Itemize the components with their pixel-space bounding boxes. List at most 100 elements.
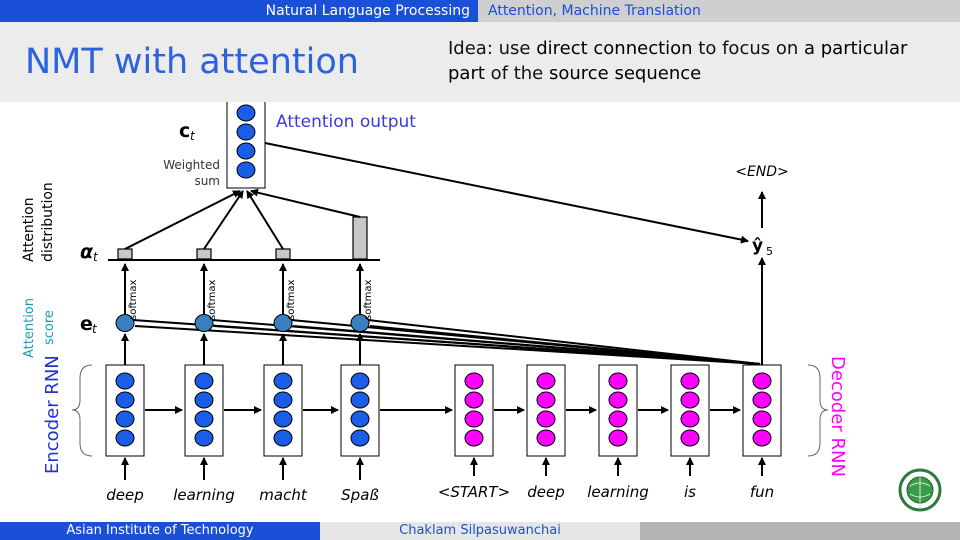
hidden-unit xyxy=(464,429,484,447)
hidden-unit xyxy=(236,123,256,141)
decoder-word: <START> xyxy=(438,483,510,501)
hidden-unit xyxy=(273,429,293,447)
softmax-label: softmax xyxy=(207,280,218,320)
weighted-sum-label: Weighted xyxy=(163,158,220,172)
softmax-label: softmax xyxy=(128,280,139,320)
score-connection xyxy=(369,325,761,365)
softmax-label: softmax xyxy=(363,280,374,320)
hidden-unit xyxy=(536,410,556,428)
hidden-unit xyxy=(115,410,135,428)
hidden-unit xyxy=(115,372,135,390)
idea-text: Idea: use direct connection to focus on … xyxy=(448,36,948,86)
idea-part: direct connection xyxy=(536,38,693,59)
encoder-brace xyxy=(71,364,93,457)
hidden-unit xyxy=(752,429,772,447)
hidden-unit xyxy=(350,391,370,409)
hidden-unit xyxy=(752,410,772,428)
attention-weight-bar xyxy=(275,248,291,260)
hidden-unit xyxy=(273,410,293,428)
slide-title: NMT with attention xyxy=(25,42,359,82)
y-hat-subscript: 5 xyxy=(766,245,773,258)
idea-part: Idea: use xyxy=(448,38,537,59)
encoder-word: Spaß xyxy=(341,486,379,504)
attention-score-circle xyxy=(350,314,370,332)
score-vector-label: e xyxy=(80,313,93,335)
hidden-unit xyxy=(273,391,293,409)
lecture-topic: Attention, Machine Translation xyxy=(478,0,960,22)
weighted-sum-arrow xyxy=(246,190,284,250)
encoder-word: deep xyxy=(106,486,144,504)
decoder-word: learning xyxy=(587,483,648,501)
encoder-rnn-label: Encoder RNN xyxy=(42,355,63,474)
logo-globe-lines xyxy=(909,477,931,503)
score-vector-subscript: t xyxy=(92,322,98,336)
hidden-unit xyxy=(236,161,256,179)
score-connection xyxy=(292,325,761,365)
hidden-unit xyxy=(350,410,370,428)
hidden-unit xyxy=(194,410,214,428)
attention-weight-bar xyxy=(117,248,133,260)
weighted-sum-arrow xyxy=(250,188,361,218)
hidden-unit xyxy=(194,372,214,390)
context-vector-label: c xyxy=(179,120,190,142)
decoder-rnn-label: Decoder RNN xyxy=(827,356,848,477)
slide-header: NMT with attention Idea: use direct conn… xyxy=(0,22,960,102)
nmt-attention-diagram: deep learning macht Spaß <START> deep learning… xyxy=(21,102,942,512)
alpha-label: α xyxy=(80,241,94,263)
decoder-word: deep xyxy=(527,483,565,501)
hidden-unit xyxy=(236,104,256,122)
decoder-brace xyxy=(807,364,829,457)
hidden-unit xyxy=(350,429,370,447)
course-name: Natural Language Processing xyxy=(0,0,478,22)
context-to-output-arrow xyxy=(264,142,749,244)
hidden-unit xyxy=(536,372,556,390)
weighted-sum-arrow xyxy=(203,190,244,250)
idea-part: a particular part xyxy=(448,38,908,84)
attention-weight-bar xyxy=(196,248,212,260)
context-vector-subscript: t xyxy=(190,129,196,143)
hidden-unit xyxy=(464,410,484,428)
hidden-unit xyxy=(536,391,556,409)
weighted-sum-arrow xyxy=(124,190,241,250)
hidden-unit xyxy=(680,410,700,428)
hidden-unit xyxy=(752,372,772,390)
end-token: <END> xyxy=(735,164,789,180)
attention-score-label: Attention xyxy=(22,298,37,358)
decoder-word: is xyxy=(684,483,696,501)
weighted-sum-label: sum xyxy=(194,174,220,188)
hidden-unit xyxy=(464,391,484,409)
author-name: Chaklam Silpasuwanchai xyxy=(320,522,640,540)
hidden-unit xyxy=(608,429,628,447)
score-connection xyxy=(213,325,761,365)
idea-part: of the xyxy=(484,63,549,84)
hidden-unit xyxy=(350,372,370,390)
slide-footer: Asian Institute of Technology Chaklam Si… xyxy=(0,522,960,540)
hidden-unit xyxy=(680,372,700,390)
attention-score-circle xyxy=(194,314,214,332)
institution-name: Asian Institute of Technology xyxy=(0,522,320,540)
hidden-unit xyxy=(194,429,214,447)
hidden-unit xyxy=(464,372,484,390)
top-bar: Natural Language Processing Attention, M… xyxy=(0,0,960,22)
hidden-unit xyxy=(115,429,135,447)
attention-score-circle xyxy=(273,314,293,332)
attention-output-label: Attention output xyxy=(276,112,416,132)
y-hat-label: ŷ xyxy=(752,236,763,256)
hidden-unit xyxy=(752,391,772,409)
footer-blank xyxy=(640,522,960,540)
attention-distribution-label: distribution xyxy=(40,182,56,262)
hidden-unit xyxy=(608,391,628,409)
encoder-word: learning xyxy=(173,486,234,504)
hidden-unit xyxy=(680,391,700,409)
hidden-unit xyxy=(115,391,135,409)
softmax-label: softmax xyxy=(286,280,297,320)
encoder-word: macht xyxy=(259,486,308,504)
decoder-word: fun xyxy=(750,483,774,501)
idea-part: source sequence xyxy=(548,63,702,84)
hidden-unit xyxy=(680,429,700,447)
hidden-unit xyxy=(608,372,628,390)
idea-part: to focus on xyxy=(692,38,804,59)
hidden-unit xyxy=(608,410,628,428)
attention-weight-bar xyxy=(352,216,368,260)
hidden-unit xyxy=(536,429,556,447)
